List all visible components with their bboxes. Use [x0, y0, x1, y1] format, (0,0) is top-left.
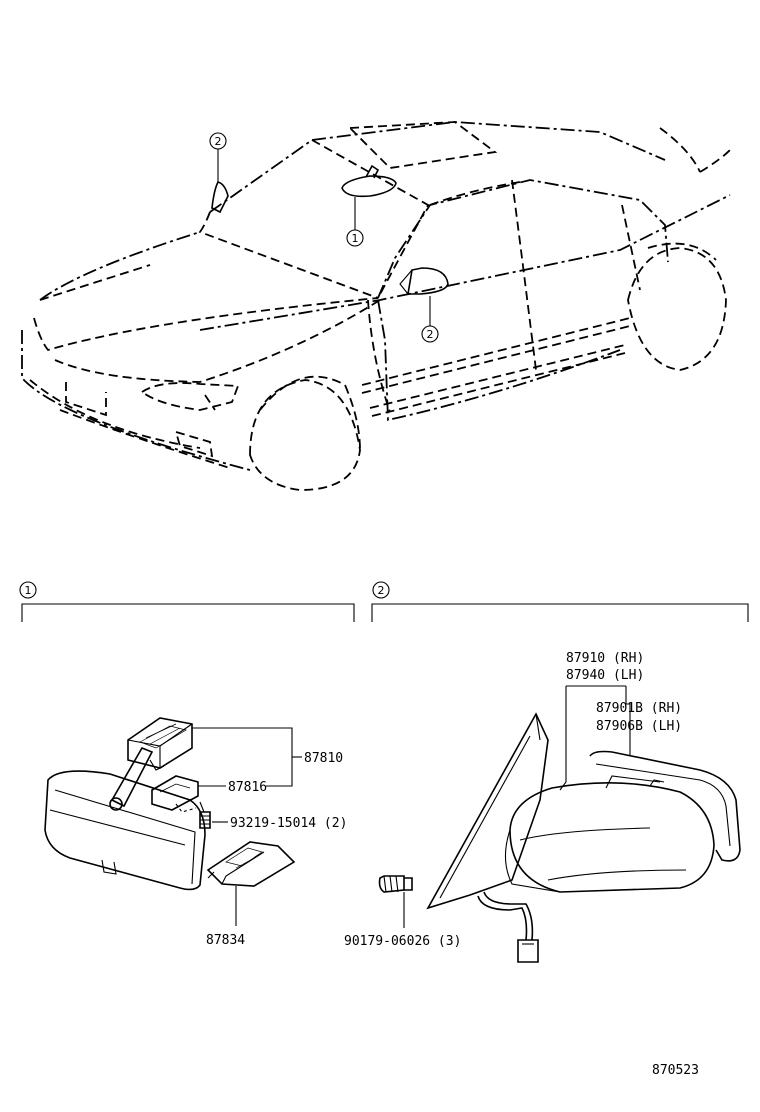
- callout-2-door: 2: [421, 296, 439, 343]
- svg-text:2: 2: [427, 328, 434, 341]
- label-90179: 90179-06026 (3): [344, 934, 461, 949]
- drawing-number: 870523: [652, 1063, 699, 1078]
- label-87906b: 87906B (LH): [596, 719, 682, 734]
- label-87910: 87910 (RH): [566, 651, 644, 666]
- leader-87901b: [625, 686, 631, 756]
- callout-1-car: 1: [346, 197, 364, 247]
- label-93219: 93219-15014 (2): [230, 816, 347, 831]
- outer-mirror-right-on-car: [399, 267, 449, 295]
- svg-text:1: 1: [25, 584, 32, 597]
- inside-mirror-on-car: [341, 164, 397, 198]
- svg-text:2: 2: [378, 584, 385, 597]
- label-87816: 87816: [228, 780, 267, 795]
- inner-mirror-assembly: [44, 717, 296, 891]
- car-outline: [21, 121, 731, 491]
- leader-87910: [559, 685, 626, 791]
- label-87901b: 87901B (RH): [596, 701, 682, 716]
- outer-mirror-assembly: [378, 712, 741, 963]
- outer-mirror-left-on-car: [211, 181, 229, 214]
- label-87834: 87834: [206, 933, 245, 948]
- label-87940: 87940 (LH): [566, 668, 644, 683]
- svg-text:1: 1: [352, 232, 359, 245]
- label-87810: 87810: [304, 751, 343, 766]
- leader-87810: [192, 727, 302, 787]
- section-1-header: 1: [19, 581, 355, 622]
- svg-text:2: 2: [215, 135, 222, 148]
- callout-2-top: 2: [209, 132, 227, 182]
- section-2-header: 2: [371, 581, 749, 622]
